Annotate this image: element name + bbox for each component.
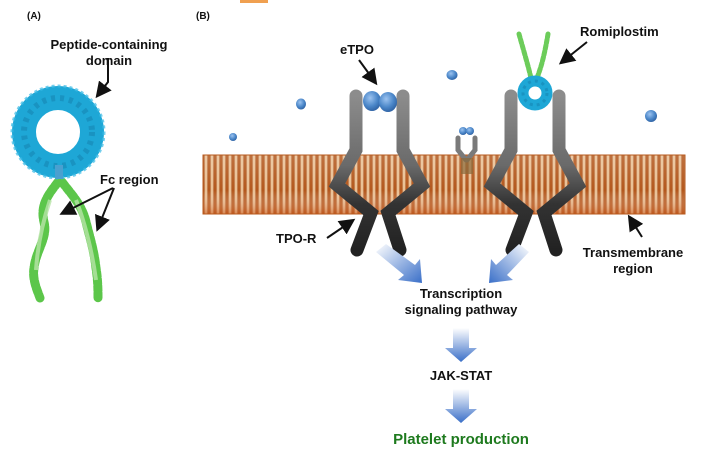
signal-arrow-left <box>376 244 422 283</box>
peptide-domain-label: Peptide-containing domain <box>34 37 184 68</box>
fc-region-label: Fc region <box>100 172 159 187</box>
transmembrane-pointer <box>627 214 644 238</box>
tpo-blob <box>645 110 657 122</box>
peptide-domain-label-line1: Peptide-containing <box>50 37 168 52</box>
tpo-blob <box>296 98 306 110</box>
transmembrane-label-line2: region <box>613 260 653 276</box>
fc-region-pointer-right <box>95 187 115 232</box>
romiplostim-bound <box>516 31 553 111</box>
tpo-receptor-small <box>455 127 478 174</box>
romiplostim-pointer <box>558 41 588 65</box>
tpo-receptor-right <box>483 89 587 257</box>
etpo-pointer <box>358 59 378 86</box>
platelet-production-label: Platelet production <box>393 431 529 448</box>
free-tpo-molecules <box>229 70 657 141</box>
peptide-domain-shape <box>10 84 106 180</box>
arrow-to-platelet <box>445 389 477 423</box>
transcription-pathway-label: Transcription signaling pathway <box>391 286 531 317</box>
transmembrane-label-line1: Transmembrane <box>582 245 684 260</box>
tpo-blob <box>446 70 458 80</box>
fc-region-pointer-left <box>59 187 114 215</box>
peptide-domain-label-line2: domain <box>85 52 133 68</box>
arrow-to-jak-stat <box>445 328 477 362</box>
tpo-receptor-left <box>328 89 431 257</box>
panel-a-label: (A) <box>27 11 41 22</box>
cell-membrane <box>202 154 686 215</box>
peptide-domain-pointer <box>95 58 112 99</box>
tpo-r-pointer <box>326 218 356 239</box>
etpo-label: eTPO <box>340 42 374 57</box>
romiplostim-structure <box>10 84 106 303</box>
jak-stat-label: JAK-STAT <box>429 368 493 383</box>
transcription-label-line1: Transcription <box>419 286 503 301</box>
transcription-label-line2: signaling pathway <box>404 301 518 317</box>
tpo-r-label: TPO-R <box>276 231 317 246</box>
panel-b-label: (B) <box>196 11 210 22</box>
tpo-blob <box>229 133 237 141</box>
signal-arrow-right <box>489 244 529 283</box>
romiplostim-label: Romiplostim <box>580 24 659 39</box>
transmembrane-label: Transmembrane region <box>578 245 688 276</box>
etpo-dimer <box>363 91 397 112</box>
top-tab-mark <box>240 0 268 3</box>
